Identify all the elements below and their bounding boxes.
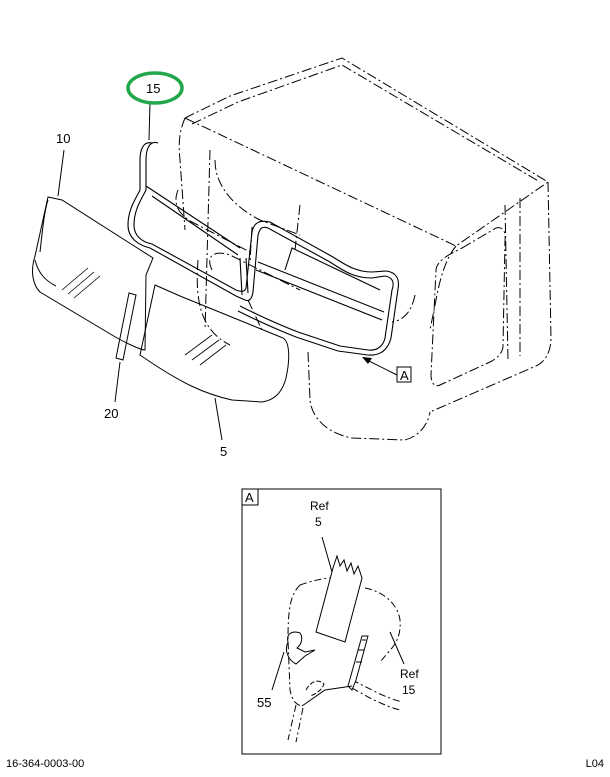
part-5-windshield	[139, 284, 290, 403]
highlight-ellipse	[126, 71, 184, 105]
detail-drawing	[271, 536, 405, 743]
callout-55[interactable]: 55	[257, 695, 271, 710]
ref-5-word: Ref	[310, 499, 329, 513]
view-a-marker-box[interactable]	[396, 366, 412, 383]
detail-view-a: A Ref 5 Ref 15 5	[241, 488, 442, 755]
ref-15-word: Ref	[400, 667, 419, 681]
part-20-center-strip	[115, 292, 137, 361]
detail-tag-label: A	[245, 490, 254, 505]
callout-10[interactable]: 10	[56, 131, 70, 146]
page-code: L04	[585, 758, 604, 770]
detail-tag-box	[241, 488, 259, 506]
detail-frame	[241, 488, 442, 755]
view-a-marker-label[interactable]: A	[400, 368, 409, 383]
callout-20[interactable]: 20	[104, 406, 118, 421]
callout-5[interactable]: 5	[220, 444, 227, 459]
arrow-head-icon	[362, 357, 372, 364]
part-15-seal	[127, 141, 400, 356]
cab-outline	[175, 57, 552, 441]
leader-lines	[57, 101, 398, 441]
ref-5-number[interactable]: 5	[315, 515, 322, 529]
part-number: 16-364-0003-00	[6, 758, 85, 770]
part-10-windshield	[32, 196, 154, 351]
callout-15[interactable]: 15	[146, 81, 160, 96]
ref-15-number[interactable]: 15	[402, 683, 416, 697]
